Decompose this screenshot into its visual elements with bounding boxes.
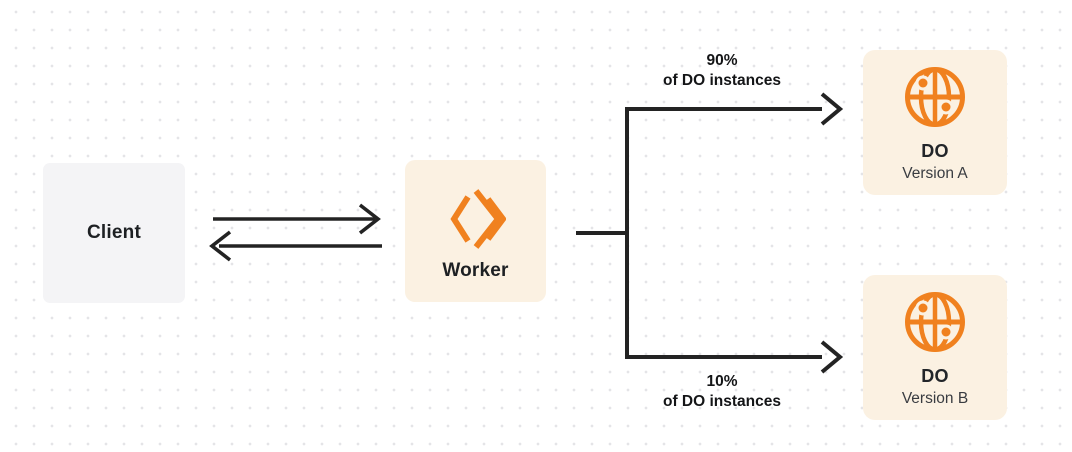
do-version-a-node: DO Version A	[863, 50, 1007, 195]
arrowhead-to-version-b	[820, 340, 844, 374]
do-version-b-title: DO	[921, 366, 949, 386]
response-arrow-left	[209, 230, 382, 262]
worker-label: Worker	[442, 259, 509, 281]
do-version-a-title: DO	[921, 141, 949, 161]
arrowhead-to-version-a	[820, 92, 844, 126]
client-worker-arrows	[209, 203, 382, 262]
workers-chevron-logo-icon	[449, 188, 506, 249]
branch-top-caption-line: of DO instances	[663, 72, 781, 89]
fork-arrows	[576, 92, 844, 374]
do-version-a-subtitle: Version A	[902, 164, 968, 182]
branch-bottom-caption: 10% of DO instances	[627, 372, 817, 412]
fork-branch-lines	[625, 107, 822, 359]
do-version-b-subtitle: Version B	[901, 389, 969, 407]
globe-icon	[905, 67, 965, 127]
branch-top-percent: 90%	[706, 52, 738, 69]
request-arrow-right	[213, 203, 381, 235]
branch-top-caption: 90% of DO instances	[627, 51, 817, 91]
client-node: Client	[43, 163, 185, 303]
branch-bottom-percent: 10%	[706, 373, 738, 390]
branch-bottom-caption-line: of DO instances	[663, 393, 781, 410]
globe-icon	[905, 292, 965, 352]
do-version-b-node: DO Version B	[863, 275, 1007, 420]
worker-node: Worker	[405, 160, 546, 302]
client-label: Client	[87, 222, 141, 243]
